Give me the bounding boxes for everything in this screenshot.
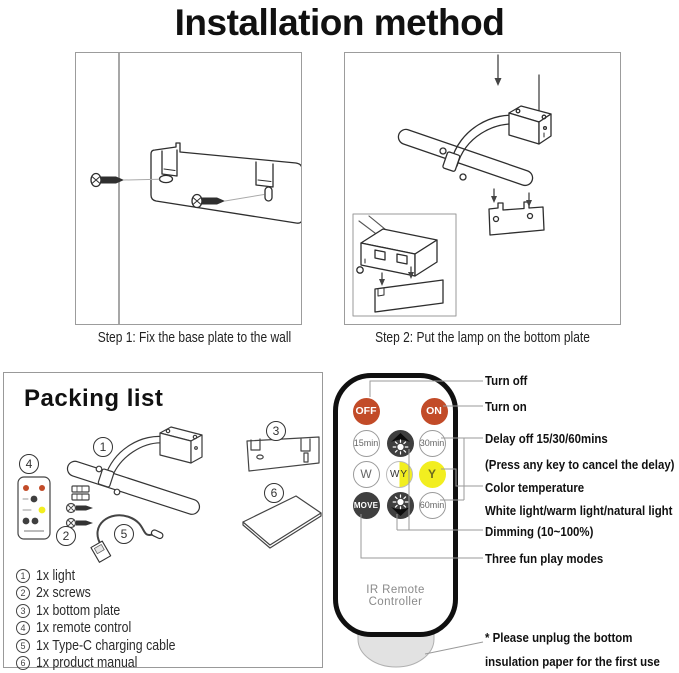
footnote-line-2: insulation paper for the first use <box>485 654 660 669</box>
callout-5: 5 <box>114 524 134 544</box>
annotation-delay-note: (Press any key to cancel the delay) <box>485 457 674 472</box>
product-manual-thumbnail <box>243 496 321 548</box>
page-title: Installation method <box>0 2 679 44</box>
annotation-delay-off: Delay off 15/30/60mins <box>485 431 608 446</box>
step1-panel <box>75 52 302 325</box>
annotation-dimming: Dimming (10~100%) <box>485 524 593 539</box>
list-item: 22x screws <box>16 585 200 603</box>
list-item: 61x product manual <box>16 655 200 673</box>
callout-4: 4 <box>19 454 39 474</box>
packing-items-list: 11x light 22x screws 31x bottom plate 41… <box>16 567 200 672</box>
packing-list-box: Packing list <box>3 372 323 668</box>
base-plate-wall-drawing <box>76 53 301 324</box>
screws-thumbnail <box>67 486 94 528</box>
screw-hole-right <box>265 187 272 201</box>
lamp-thumbnail <box>66 427 202 516</box>
list-item: 51x Type-C charging cable <box>16 637 200 655</box>
list-item: 11x light <box>16 567 200 585</box>
delay-60min-button: 60min <box>419 492 446 519</box>
remote-label: IR Remote Controller <box>338 584 453 608</box>
delay-15min-button: 15min <box>353 430 380 457</box>
brightness-down-icon <box>387 492 414 519</box>
on-button: ON <box>421 398 448 425</box>
lamp-mounting-drawing <box>345 53 620 324</box>
screw-icon <box>91 174 159 187</box>
annotation-color-temperature: Color temperature <box>485 480 584 495</box>
step1-caption: Step 1: Fix the base plate to the wall <box>98 329 280 346</box>
annotation-color-temperature-note: White light/warm light/natural light <box>485 503 672 518</box>
callout-2: 2 <box>56 526 76 546</box>
brightness-down-button <box>387 492 414 519</box>
plate-hook-right <box>256 162 273 187</box>
insulation-paper-tab <box>356 632 436 670</box>
callout-6: 6 <box>264 483 284 503</box>
white-light-button: W <box>353 461 380 488</box>
list-item: 41x remote control <box>16 620 200 638</box>
remote-control-thumbnail <box>18 477 50 539</box>
white-yellow-light-button: WY <box>386 461 413 488</box>
move-mode-button: MOVE <box>353 492 380 519</box>
annotation-turn-off: Turn off <box>485 373 527 388</box>
off-button: OFF <box>353 398 380 425</box>
brightness-up-button <box>387 430 414 457</box>
annotation-play-modes: Three fun play modes <box>485 551 603 566</box>
callout-1: 1 <box>93 437 113 457</box>
step2-panel <box>344 52 621 325</box>
brightness-up-icon <box>387 430 414 457</box>
annotation-turn-on: Turn on <box>485 399 527 414</box>
step2-caption: Step 2: Put the lamp on the bottom plate <box>372 329 594 346</box>
bottom-plate-small <box>489 189 544 235</box>
screw-hole-left <box>160 175 173 182</box>
plate-hook-left <box>162 150 177 176</box>
bottom-plate-thumbnail <box>247 437 319 471</box>
delay-30min-button: 30min <box>419 430 446 457</box>
list-item: 31x bottom plate <box>16 602 200 620</box>
callout-3: 3 <box>266 421 286 441</box>
ir-remote-diagram: OFF ON 15min 30min W WY Y MOVE <box>333 373 458 637</box>
footnote-line-1: * Please unplug the bottom <box>485 630 632 645</box>
yellow-light-button: Y <box>419 461 446 488</box>
lamp-control-box <box>509 106 551 144</box>
